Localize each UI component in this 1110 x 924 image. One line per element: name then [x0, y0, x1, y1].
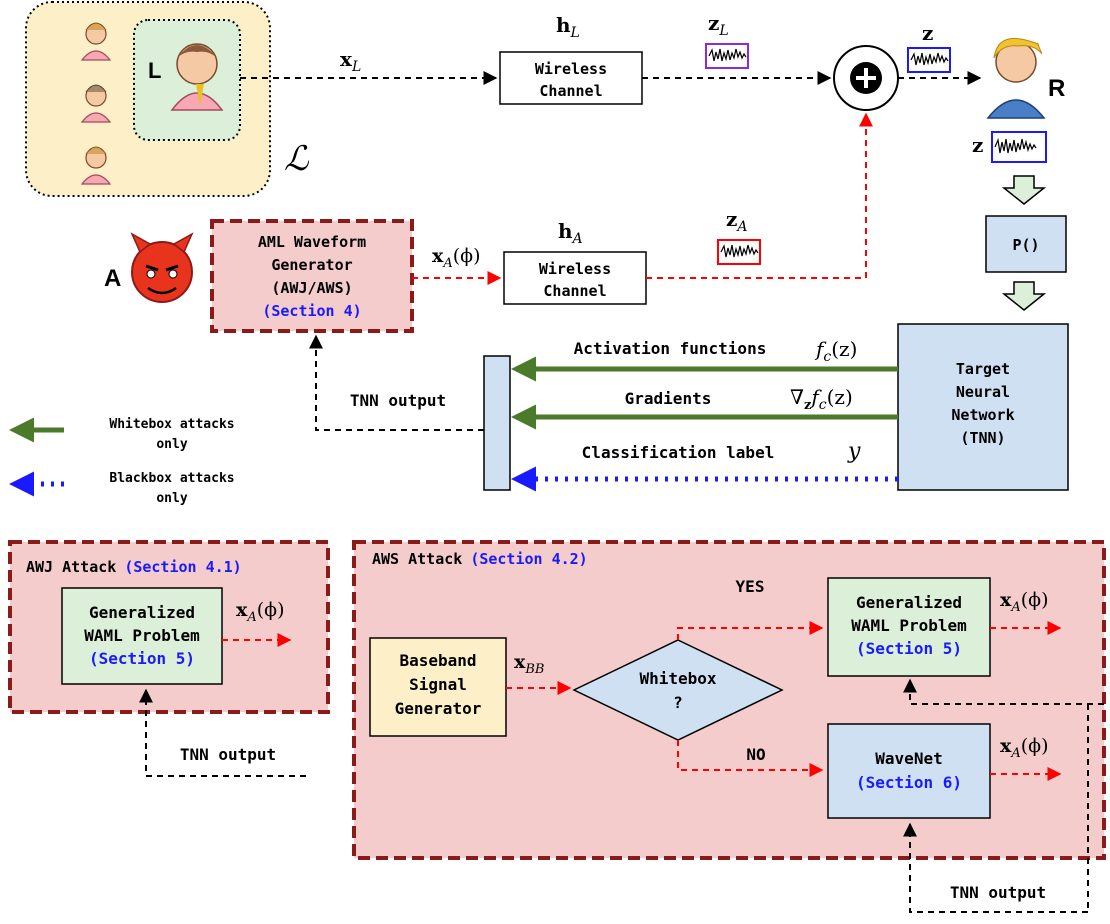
- baseband-line3: Generator: [395, 699, 482, 718]
- gradients-label: Gradients: [625, 389, 712, 408]
- zA-waveform: [720, 244, 759, 258]
- tnn-line3: Network: [951, 406, 1014, 424]
- aws-waml-section: (Section 5): [856, 639, 962, 658]
- wavenet-out-label: xA(ϕ): [1000, 735, 1049, 761]
- decision-line2: ?: [673, 693, 683, 712]
- wireless-channel-attacker-line2: Channel: [543, 282, 606, 300]
- aws-title: AWS Attack(Section 4.2): [372, 550, 588, 568]
- receiver-label: R: [1048, 75, 1065, 102]
- plus-icon-h: [856, 76, 876, 80]
- aws-waml-line1: Generalized: [856, 593, 962, 612]
- hA-label: hA: [558, 219, 583, 247]
- wireless-channel-legit-line1: Wireless: [535, 60, 607, 78]
- aws-waml-out-label: xA(ϕ): [1000, 589, 1049, 615]
- person-icon: [80, 22, 112, 61]
- legit-set-label: ℒ: [284, 139, 310, 179]
- tnn-line4: (TNN): [960, 429, 1005, 447]
- wavenet-label: WaveNet: [875, 749, 942, 768]
- awj-waml-box: [61, 587, 223, 685]
- no-label: NO: [746, 745, 765, 764]
- aml-generator-line2: Generator: [271, 256, 352, 274]
- xL-label: xL: [340, 47, 361, 75]
- zL-waveform: [708, 48, 747, 62]
- xA-label: xA(ϕ): [432, 245, 481, 271]
- awj-out-label: xA(ϕ): [236, 599, 285, 625]
- tnn-line2: Neural: [956, 383, 1010, 401]
- wireless-channel-legit-line2: Channel: [539, 82, 602, 100]
- baseband-line1: Baseband: [399, 651, 476, 670]
- aml-generator-section: (Section 4): [262, 302, 361, 320]
- zL-label: zL: [708, 11, 729, 39]
- aws-waml-box: [827, 577, 991, 677]
- wavenet-section: (Section 6): [856, 773, 962, 792]
- legend-whitebox-line1: Whitebox attacks: [109, 417, 234, 432]
- yes-label: YES: [736, 577, 765, 596]
- classification-math: y: [847, 439, 861, 464]
- gradients-math: ∇zfc(z): [790, 385, 853, 413]
- aws-wavenet-tnn-arrow: [903, 822, 1088, 913]
- wireless-channel-attacker-line1: Wireless: [539, 260, 611, 278]
- legit-leader-label: L: [148, 58, 161, 83]
- legend-blackbox-line1: Blackbox attacks: [109, 471, 234, 486]
- block-arrow-down-2: [1001, 281, 1047, 311]
- tnn-output-arrow: [309, 334, 484, 431]
- person-icon: [80, 84, 112, 123]
- tnn-box: [897, 323, 1069, 491]
- activation-math: fc(z): [814, 337, 857, 365]
- baseband-line2: Signal: [409, 675, 467, 694]
- activation-label: Activation functions: [574, 339, 767, 358]
- awj-title: AWJ Attack(Section 4.1): [26, 558, 242, 576]
- legend-blackbox-line2: only: [156, 491, 187, 506]
- z-label: z: [922, 21, 933, 45]
- wavenet-box: [827, 723, 991, 819]
- awj-waml-line1: Generalized: [89, 603, 195, 622]
- aml-waveform-generator-box: [210, 219, 414, 333]
- leader-person-icon: [170, 43, 224, 111]
- aml-generator-line3: (AWJ/AWS): [271, 279, 352, 297]
- aws-waml-tnn-arrow: [903, 678, 1104, 705]
- attacker-devil-icon: [130, 232, 194, 303]
- baseband-box: [369, 637, 507, 737]
- hL-label: hL: [556, 13, 580, 41]
- aml-generator-line1: AML Waveform: [258, 233, 366, 251]
- attacker-label: A: [104, 265, 121, 292]
- tnn-output-label: TNN output: [350, 391, 446, 410]
- aws-waml-line2: WAML Problem: [851, 616, 967, 635]
- yes-arrow: [677, 621, 824, 640]
- no-arrow: [677, 740, 824, 777]
- awj-waml-section: (Section 5): [89, 649, 195, 668]
- aws-tnn-output-label: TNN output: [950, 883, 1046, 902]
- feedback-bar: [483, 355, 511, 491]
- awj-waml-line2: WAML Problem: [84, 626, 200, 645]
- zA-arrow: [646, 112, 873, 279]
- z-waveform: [910, 52, 949, 66]
- z-receiver-waveform: [994, 137, 1037, 154]
- receiver-person-icon: [986, 37, 1046, 119]
- decision-line1: Whitebox: [639, 669, 716, 688]
- xBB-label: xBB: [514, 651, 544, 677]
- classification-label: Classification label: [582, 443, 775, 462]
- block-arrow-down-1: [1001, 175, 1047, 205]
- awj-tnn-output-arrow: [139, 688, 306, 777]
- tnn-line1: Target: [956, 360, 1010, 378]
- legend-whitebox-line2: only: [156, 437, 187, 452]
- zA-label: zA: [726, 207, 747, 235]
- z-receiver-label: z: [972, 133, 983, 157]
- wireless-channel-attacker: [503, 251, 647, 305]
- preprocess-label: P(): [1012, 236, 1039, 254]
- preprocess-box: [985, 215, 1067, 273]
- person-icon: [80, 146, 112, 185]
- awj-tnn-output-label: TNN output: [180, 745, 276, 764]
